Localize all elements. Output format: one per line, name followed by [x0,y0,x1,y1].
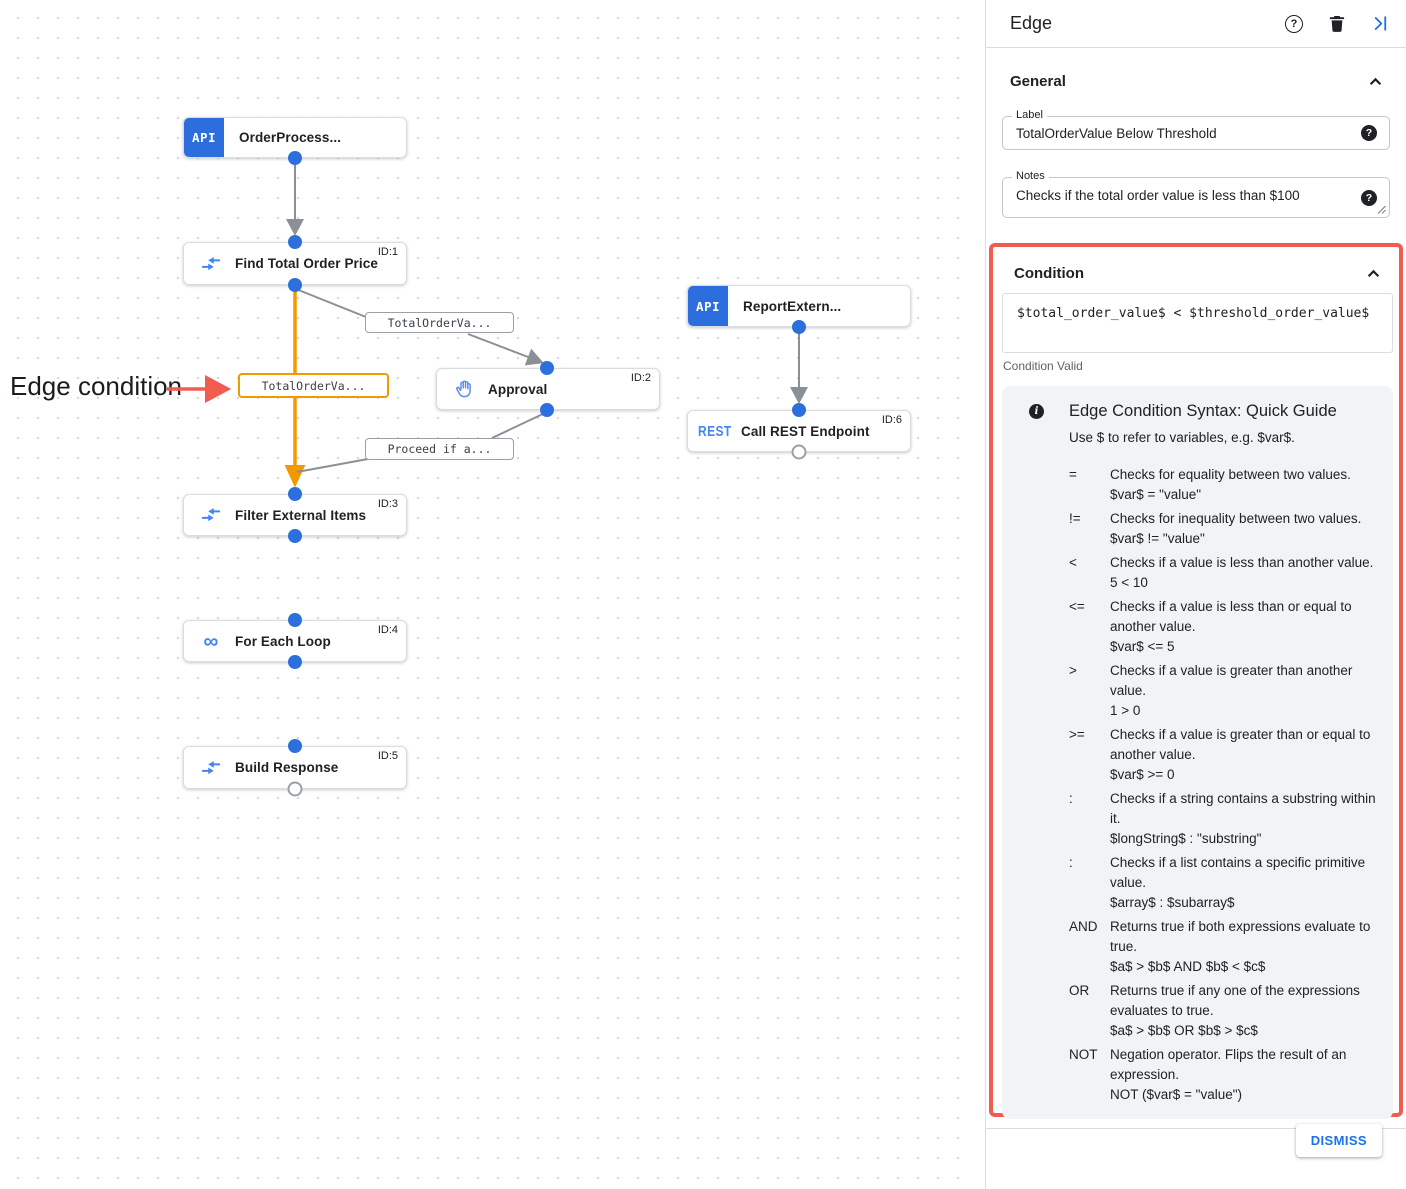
data-mapping-icon [199,504,223,526]
node-find-total-order-price[interactable]: Find Total Order Price ID:1 [183,242,407,285]
api-badge-icon: API [688,286,728,326]
guide-title: Edge Condition Syntax: Quick Guide [1069,402,1337,420]
condition-valid-status: Condition Valid [1003,359,1083,373]
node-label: OrderProcess... [239,130,342,145]
edge-label-proceed-if[interactable]: Proceed if a... [365,438,514,460]
node-order-process[interactable]: API OrderProcess... [183,117,407,158]
help-icon[interactable]: ? [1361,125,1377,141]
api-badge-icon: API [184,118,224,157]
node-label: Find Total Order Price [235,256,378,271]
node-id: ID:2 [630,372,651,384]
node-label: For Each Loop [235,633,331,649]
node-report-external[interactable]: API ReportExtern... [687,285,911,327]
node-id: ID:4 [377,624,398,636]
info-icon: i [1029,404,1044,419]
delete-icon[interactable] [1327,13,1347,34]
collapse-panel-icon[interactable] [1371,14,1390,33]
general-section: General Label ? Notes Checks if the tota… [986,73,1406,218]
node-approval[interactable]: Approval ID:2 [436,368,660,410]
edge-config-panel: Edge ? General Label ? [985,0,1406,1189]
hand-approval-icon [452,379,476,400]
node-label: Build Response [235,760,339,775]
chevron-up-icon[interactable] [1367,269,1380,278]
notes-input[interactable]: Checks if the total order value is less … [1003,178,1389,217]
node-id: ID:3 [377,498,398,510]
guide-row: =Checks for equality between two values.… [1069,467,1351,502]
guide-row: !=Checks for inequality between two valu… [1069,511,1362,546]
node-for-each-loop[interactable]: ∞ For Each Loop ID:4 [183,620,407,662]
canvas-dot-grid [0,0,976,1189]
notes-field-wrapper: Notes Checks if the total order value is… [1002,170,1390,218]
node-filter-external-items[interactable]: Filter External Items ID:3 [183,494,407,536]
syntax-guide-box: i Edge Condition Syntax: Quick Guide Use… [1002,386,1393,1119]
guide-row: :Checks if a string contains a substring… [1069,791,1376,846]
guide-row: >=Checks if a value is greater than or e… [1069,727,1371,782]
node-build-response[interactable]: Build Response ID:5 [183,746,407,789]
guide-intro: Use $ to refer to variables, e.g. $var$. [1069,430,1295,445]
flow-canvas[interactable]: API OrderProcess... Find Total Order Pri… [0,0,985,1189]
node-label: Approval [488,381,548,397]
chevron-up-icon[interactable] [1369,77,1382,86]
node-label: Call REST Endpoint [741,423,870,439]
edge-label-totalordervalue-approval[interactable]: TotalOrderVa... [365,312,514,333]
loop-icon: ∞ [203,629,219,653]
node-call-rest-endpoint[interactable]: REST Call REST Endpoint ID:6 [687,410,911,452]
data-mapping-icon [199,757,223,779]
general-section-heading: General [1010,73,1066,90]
label-field-wrapper: Label ? [1002,109,1390,150]
guide-row: :Checks if a list contains a specific pr… [1069,855,1366,910]
dismiss-button[interactable]: DISMISS [1295,1124,1382,1157]
condition-section-heading: Condition [1014,265,1084,282]
label-input[interactable] [1003,117,1389,149]
help-icon[interactable]: ? [1361,189,1377,206]
panel-title: Edge [1010,13,1053,33]
panel-header: Edge ? [986,0,1406,48]
condition-expression-input[interactable]: $total_order_value$ < $threshold_order_v… [1002,293,1393,353]
node-id: ID:6 [881,414,902,426]
edge-condition-annotation-text: Edge condition [10,371,183,401]
node-id: ID:5 [377,750,398,762]
rest-icon: REST [698,422,732,440]
data-mapping-icon [199,253,223,275]
resize-handle-icon[interactable] [1377,205,1386,214]
notes-field-label: Notes [1012,170,1049,182]
edge-label-totalordervalue-selected[interactable]: TotalOrderVa... [238,373,389,398]
help-icon[interactable]: ? [1285,14,1303,33]
node-id: ID:1 [377,246,398,258]
panel-footer-divider [986,1128,1406,1129]
guide-rows: =Checks for equality between two values.… [1069,465,1379,1105]
node-label: Filter External Items [235,507,367,523]
label-field-label: Label [1012,109,1047,121]
node-label: ReportExtern... [743,298,842,314]
condition-section-highlight: Condition $total_order_value$ < $thresho… [989,243,1403,1119]
guide-row: <=Checks if a value is less than or equa… [1069,599,1352,654]
guide-row: <Checks if a value is less than another … [1069,555,1374,590]
guide-row: >Checks if a value is greater than anoth… [1069,663,1353,718]
